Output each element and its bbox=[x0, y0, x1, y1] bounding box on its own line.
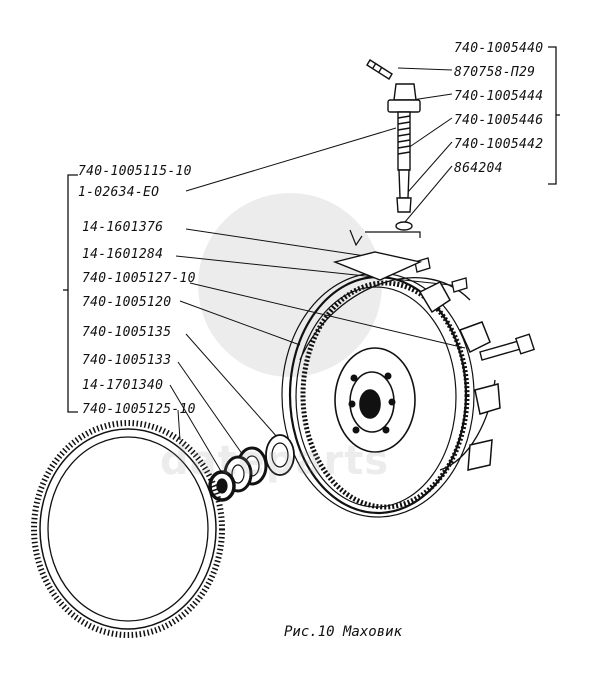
figure-caption: Рис.10 Маховик bbox=[284, 624, 403, 640]
bracket-right bbox=[548, 46, 560, 185]
flywheel-body bbox=[281, 251, 536, 518]
part-label: 14-1601376 bbox=[82, 220, 164, 235]
part-label: 1-02634-ЕО bbox=[78, 185, 160, 200]
bearing-set bbox=[208, 434, 295, 502]
part-label: 740-1005115-10 bbox=[78, 164, 192, 179]
part-label: 14-1701340 bbox=[82, 378, 164, 393]
part-label: 14-1601284 bbox=[82, 247, 164, 262]
part-label: 740-1005135 bbox=[82, 325, 172, 340]
stud-assembly bbox=[387, 83, 421, 231]
part-label: 740-1005125-10 bbox=[82, 402, 196, 417]
part-label: 864204 bbox=[454, 161, 503, 176]
part-label: 740-1005446 bbox=[454, 113, 544, 128]
watermark-logo bbox=[198, 193, 382, 377]
watermark-text: dateparts bbox=[160, 438, 390, 484]
part-label: 740-1005444 bbox=[454, 89, 544, 104]
bracket-left bbox=[63, 174, 78, 413]
part-label: 740-1005133 bbox=[82, 353, 172, 368]
pin-part bbox=[366, 59, 393, 80]
ring-gear bbox=[31, 420, 225, 638]
part-label: 740-1005440 bbox=[454, 41, 544, 56]
part-label: 740-1005127-10 bbox=[82, 271, 196, 286]
part-label: 870758-П29 bbox=[454, 65, 536, 80]
placement-mark bbox=[349, 229, 421, 247]
part-label: 740-1005120 bbox=[82, 295, 172, 310]
part-label: 740-1005442 bbox=[454, 137, 544, 152]
